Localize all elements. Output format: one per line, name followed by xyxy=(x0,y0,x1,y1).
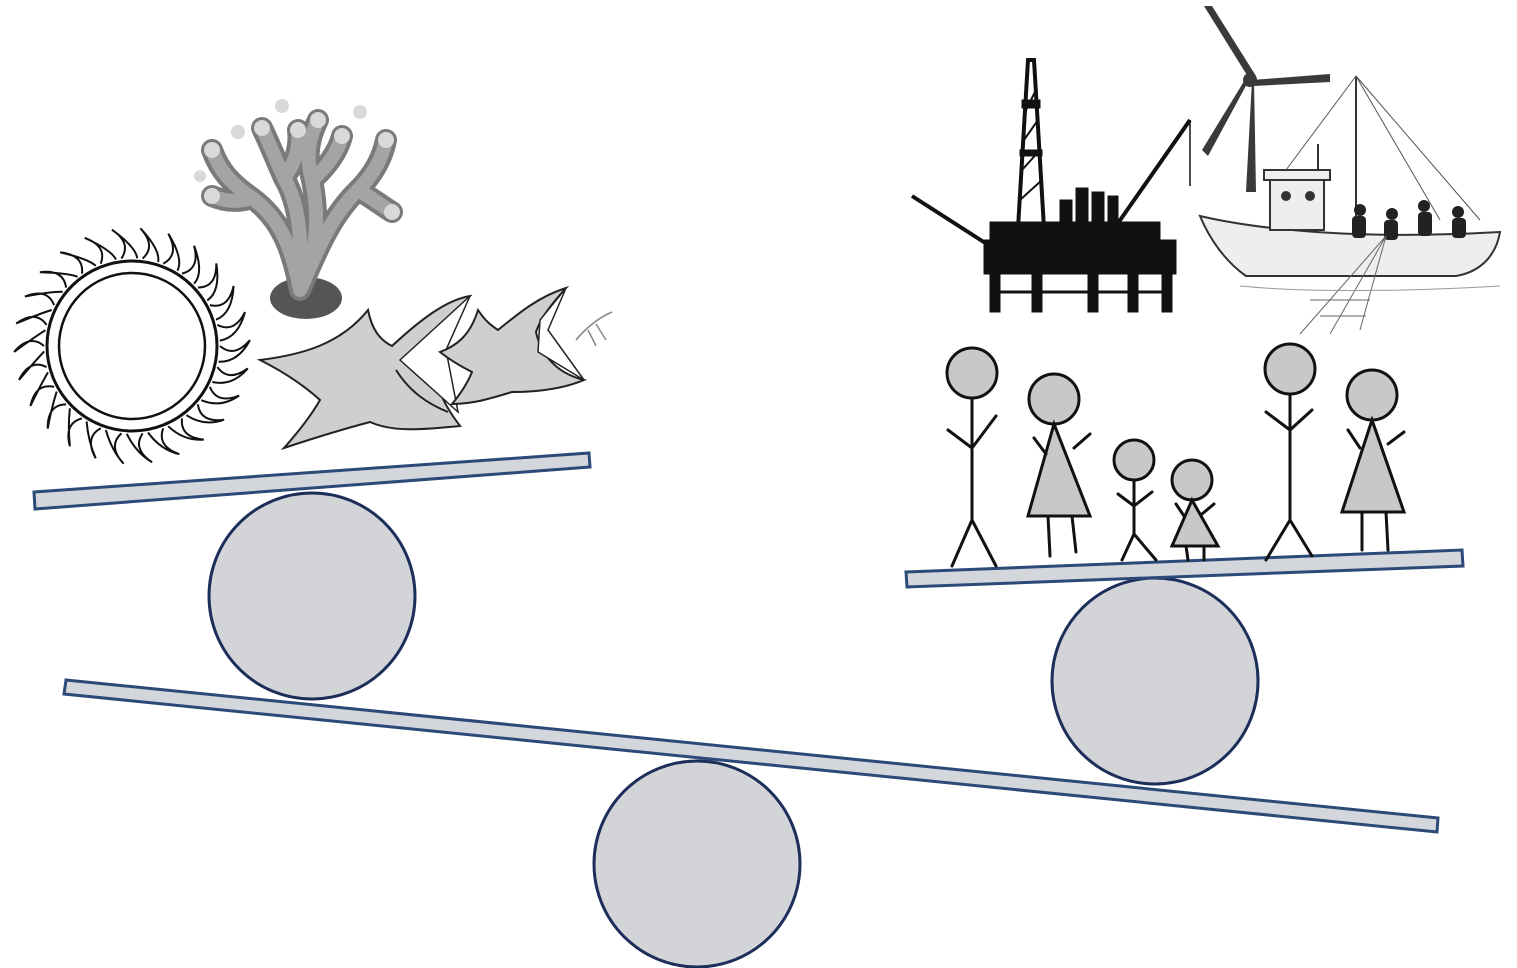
lower-seesaw xyxy=(62,678,1440,968)
sun-flame xyxy=(13,329,46,353)
fishing-boat-icon xyxy=(1198,75,1502,335)
sun-icon xyxy=(13,227,251,465)
sun-flame xyxy=(139,227,160,263)
right-beam xyxy=(904,548,1465,589)
right-seesaw xyxy=(904,548,1465,786)
sun-flame xyxy=(67,408,83,447)
stick-figure-woman xyxy=(1339,368,1407,552)
stick-figure-woman xyxy=(1026,372,1093,558)
left-seesaw xyxy=(32,451,592,701)
sun-flame xyxy=(15,309,52,326)
sun-flame xyxy=(197,263,219,302)
stick-figure-boy xyxy=(1112,438,1158,562)
sun-flame xyxy=(46,391,67,429)
wind-turbine-icon xyxy=(1202,6,1330,192)
sun-flame xyxy=(84,236,117,265)
stick-figure-girl xyxy=(1169,458,1221,562)
main-beam xyxy=(62,678,1440,834)
sun-flame xyxy=(167,418,204,441)
fish-food-chain-icon xyxy=(256,285,613,451)
sun-flame xyxy=(200,386,240,405)
sun-flame xyxy=(24,290,63,306)
sun-flame xyxy=(104,429,125,465)
fulcrum-ball xyxy=(592,759,802,968)
stick-figure-man xyxy=(1263,342,1317,562)
sun-flame xyxy=(209,285,235,321)
sun-flame xyxy=(185,404,225,424)
sun-flame xyxy=(147,427,180,456)
sun-flame xyxy=(181,245,201,285)
sun-flame xyxy=(212,366,249,384)
coral-icon xyxy=(194,99,403,319)
family-icon xyxy=(945,342,1407,568)
oil-platform-icon xyxy=(910,58,1192,313)
sun-flame xyxy=(29,371,55,407)
sun-flame xyxy=(85,421,102,459)
stick-figure-man xyxy=(945,346,999,568)
sun-flame xyxy=(39,270,78,288)
sun-flame xyxy=(18,350,48,381)
sun-flame xyxy=(111,228,139,260)
sun-flame xyxy=(216,311,246,342)
sun-flame xyxy=(218,339,251,363)
right-support-ball xyxy=(1050,576,1260,786)
sun-flame xyxy=(162,233,181,272)
sun-flame xyxy=(59,251,97,274)
left-beam xyxy=(32,451,592,511)
left-support-ball xyxy=(207,491,417,701)
sun-flame xyxy=(125,432,153,464)
